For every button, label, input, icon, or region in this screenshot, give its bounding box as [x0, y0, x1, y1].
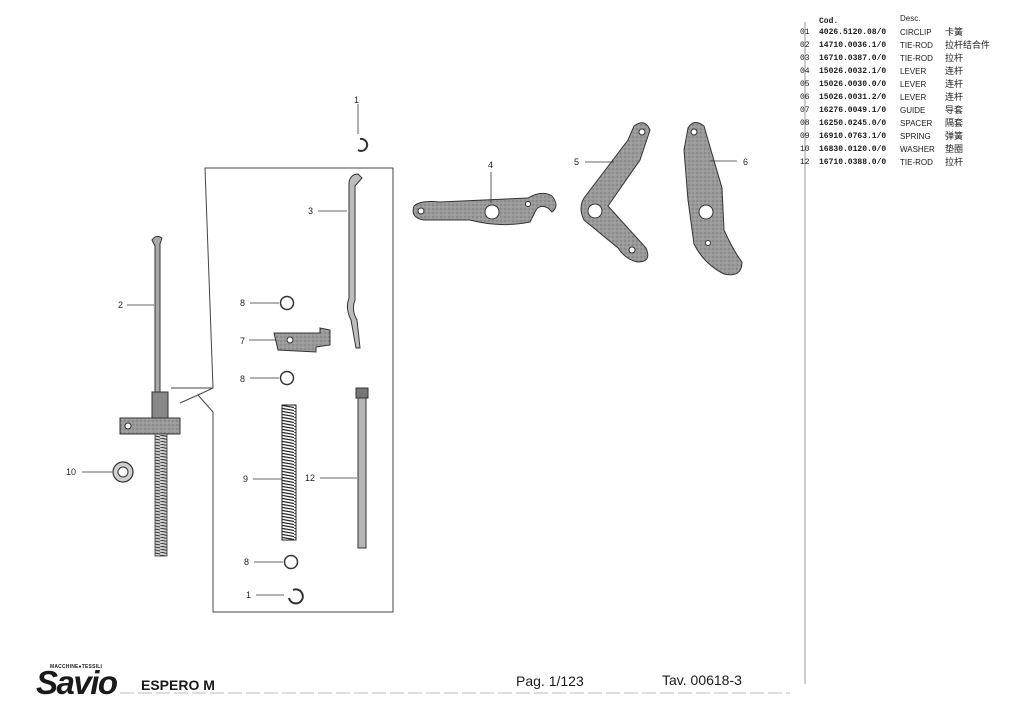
part-8-spacer-a	[250, 295, 295, 311]
callout-4: 4	[488, 160, 494, 170]
callout-3: 3	[308, 206, 314, 216]
part-10-washer	[82, 461, 134, 483]
part-1-circlip-top	[357, 104, 369, 152]
part-6-lever	[683, 122, 743, 276]
callout-1-top: 1	[354, 95, 360, 105]
header-desc: Desc.	[900, 14, 921, 23]
brand-tagline: MACCHINE●TESSILI	[50, 664, 103, 670]
part-12-tie-rod	[320, 387, 369, 549]
part-8-spacer-c	[254, 554, 299, 570]
model-name: ESPERO M	[141, 677, 215, 693]
part-7-guide	[249, 327, 331, 353]
part-8-spacer-b	[250, 370, 295, 386]
callout-5: 5	[574, 157, 580, 167]
part-5-lever	[580, 122, 651, 263]
page-number: Pag. 1/123	[516, 673, 584, 689]
part-2-tie-rod-assembly	[119, 235, 181, 557]
callout-6: 6	[743, 157, 749, 167]
detail-frame	[197, 167, 394, 613]
brand-logo: Savio	[36, 664, 118, 701]
callout-2: 2	[118, 300, 124, 310]
header-code: Cod.	[819, 17, 839, 26]
part-9-spring	[253, 404, 297, 541]
part-3-tie-rod	[318, 173, 363, 349]
callout-1-bottom: 1	[246, 590, 252, 600]
callout-7: 7	[240, 336, 246, 346]
callout-8-b: 8	[240, 374, 246, 384]
callout-8-c: 8	[244, 557, 250, 567]
callout-8-a: 8	[240, 298, 246, 308]
callout-9: 9	[243, 474, 249, 484]
part-1-circlip-bottom	[256, 588, 304, 605]
detail-pointer-bottom	[179, 394, 199, 404]
part-4-lever	[412, 172, 557, 226]
callout-12: 12	[305, 473, 316, 483]
table-number: Tav. 00618-3	[662, 672, 742, 688]
callout-10: 10	[66, 467, 77, 477]
